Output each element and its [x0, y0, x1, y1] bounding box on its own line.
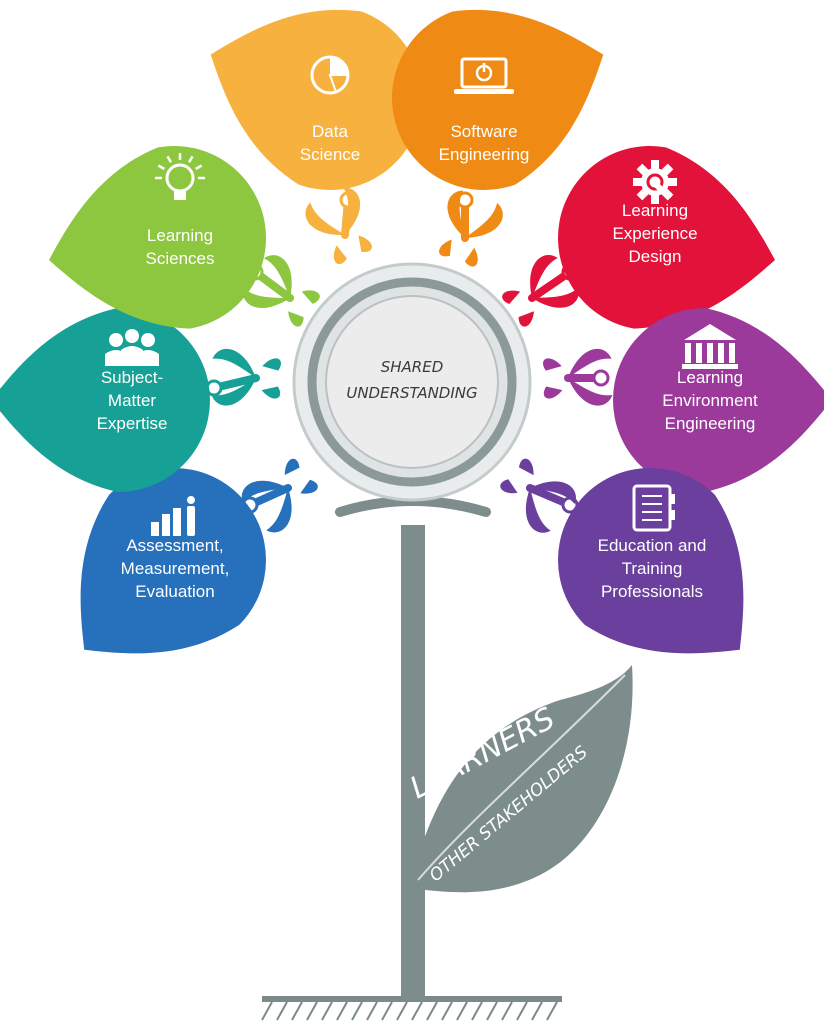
petal-label-line: Measurement, [121, 559, 230, 578]
petal-label-line: Professionals [601, 582, 703, 601]
petal-label-line: Science [300, 145, 360, 164]
petal-label-line: Learning [677, 368, 743, 387]
petal-label-line: Experience [612, 224, 697, 243]
petal-shape [613, 308, 824, 492]
stakeholders-leaf: LEARNERS OTHER STAKEHOLDERS [404, 665, 633, 893]
petal-shape [48, 146, 266, 329]
building-icon [682, 324, 738, 369]
petal-shape [210, 10, 422, 190]
petal-label-line: Subject- [101, 368, 163, 387]
stem [335, 496, 491, 1000]
petal-shape [392, 10, 604, 190]
petal-shape [558, 468, 744, 654]
gear-wrench-icon [633, 160, 677, 204]
notebook-icon [632, 484, 675, 532]
bar-chart-person-icon [151, 496, 195, 536]
petal-label-line: Data [312, 122, 348, 141]
petal-label-line: Expertise [97, 414, 168, 433]
petal-label-line: Environment [662, 391, 758, 410]
petal-label-line: Learning [147, 226, 213, 245]
petal-label-line: Software [450, 122, 517, 141]
petal-shape [0, 308, 210, 492]
petals: DataScienceSoftwareEngineeringLearningEx… [0, 10, 824, 654]
center-line-1: SHARED [381, 358, 444, 376]
petal-assessment-measurement-evaluation: Assessment, Measurement, Evaluation [80, 458, 318, 654]
petal-shape [80, 468, 266, 654]
petal-shape [558, 146, 776, 329]
petal-label-line: Sciences [146, 249, 215, 268]
petal-label-line: Training [622, 559, 683, 578]
petal-label-line: Engineering [439, 145, 530, 164]
petal-label-line: Matter [108, 391, 157, 410]
center-circle: SHARED UNDERSTANDING [292, 262, 532, 502]
lightbulb-icon [155, 153, 205, 200]
pie-chart-icon [310, 55, 350, 95]
laptop-power-icon [454, 57, 514, 94]
petal-label-line: Design [629, 247, 682, 266]
petal-label-line: Learning [622, 201, 688, 220]
center-line-2: UNDERSTANDING [346, 384, 477, 402]
people-group-icon [105, 329, 159, 366]
petal-label-line: Assessment, [126, 536, 223, 555]
petal-label-line: Education and [598, 536, 707, 555]
petal-label-line: Evaluation [135, 582, 214, 601]
petal-label-line: Engineering [665, 414, 756, 433]
